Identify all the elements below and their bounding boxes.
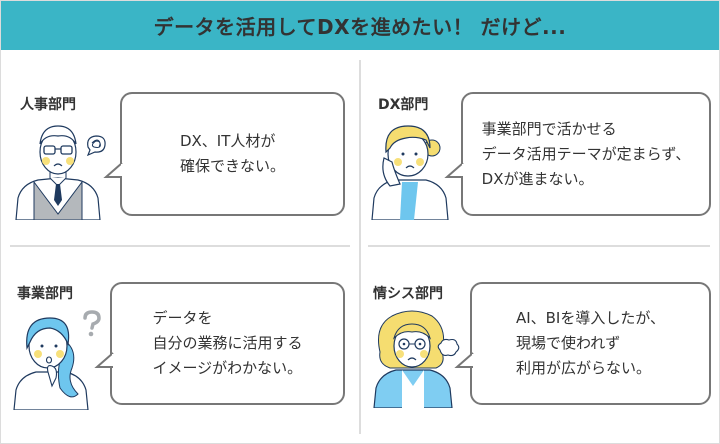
department-label: DX部門 <box>378 97 429 113</box>
woman-hand-on-cheek-troubled-icon <box>371 125 449 220</box>
sigh-puff-icon <box>437 338 460 357</box>
speech-bubble-text: AI、BIを導入したが、 現場で使われず 利用が広がらない。 <box>515 309 666 377</box>
speech-bubble-tail <box>454 352 476 368</box>
department-label: 事業部門 <box>17 286 73 302</box>
speech-bubble-tail <box>94 352 116 368</box>
woman-thinking-hand-on-chin-icon <box>13 317 89 410</box>
speech-bubble-text: 事業部門で活かせる データ活用テーマが定まらず、 DXが進まない。 <box>481 119 691 188</box>
speech-bubble-tail <box>444 162 466 178</box>
tangled-thought-bubble-icon <box>86 135 106 157</box>
department-label: 人事部門 <box>20 97 76 113</box>
header-title: データを活用してDXを進めたい！ だけど... <box>153 15 567 39</box>
speech-bubble: 事業部門で活かせる データ活用テーマが定まらず、 DXが進まない。 <box>461 92 711 216</box>
department-label: 情シス部門 <box>373 286 443 302</box>
speech-bubble-text: DX、IT人材が 確保できない。 <box>179 132 285 175</box>
speech-bubble-text: データを 自分の業務に活用する イメージがわかない。 <box>152 309 303 377</box>
speech-bubble: データを 自分の業務に活用する イメージがわかない。 <box>110 282 345 405</box>
question-mark-icon <box>83 310 101 337</box>
header-banner: データを活用してDXを進めたい！ だけど... <box>1 1 719 50</box>
horizontal-divider-left <box>10 245 350 247</box>
speech-bubble: DX、IT人材が 確保できない。 <box>120 92 345 216</box>
horizontal-divider-right <box>368 245 710 247</box>
speech-bubble-tail <box>103 162 125 178</box>
curly-hair-person-sighing-icon <box>373 310 453 408</box>
vertical-divider <box>359 60 361 434</box>
older-man-with-glasses-worried-icon <box>15 125 101 220</box>
speech-bubble: AI、BIを導入したが、 現場で使われず 利用が広がらない。 <box>470 282 711 405</box>
